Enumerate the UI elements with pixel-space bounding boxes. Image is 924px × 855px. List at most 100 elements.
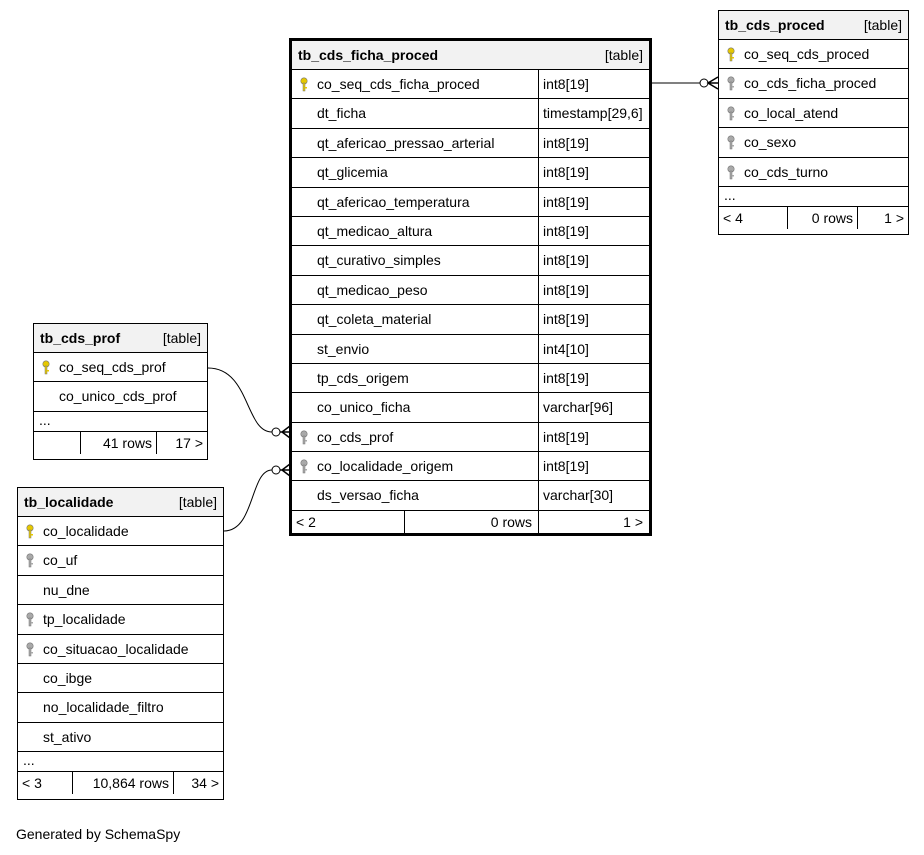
column-name: qt_afericao_temperatura	[317, 193, 470, 210]
column-name: tp_cds_origem	[317, 369, 409, 386]
column-type: int8[19]	[538, 246, 649, 275]
column-name: co_cds_turno	[744, 163, 829, 180]
primary-key-icon	[41, 360, 51, 376]
column-row[interactable]: co_ibge	[18, 664, 223, 694]
children-count[interactable]: 1 >	[857, 206, 908, 229]
column-name: no_localidade_filtro	[43, 699, 164, 716]
link-ficha-proced-crowfoot	[706, 76, 719, 90]
table-header: tb_cds_ficha_proced [table]	[292, 41, 649, 70]
column-row[interactable]: co_uf	[18, 546, 223, 576]
column-row[interactable]: qt_medicao_peso int8[19]	[292, 275, 649, 306]
children-count[interactable]: 34 >	[173, 772, 223, 795]
column-name: co_seq_cds_ficha_proced	[317, 76, 480, 92]
column-row[interactable]: co_seq_cds_prof	[34, 353, 207, 383]
foreign-key-icon	[25, 642, 35, 658]
column-name: ds_versao_ficha	[317, 487, 419, 504]
column-name: co_unico_cds_prof	[59, 388, 177, 405]
link-localidade-ficha	[223, 469, 273, 532]
column-type: int8[19]	[538, 70, 649, 99]
column-name: st_ativo	[43, 728, 92, 745]
foreign-key-icon	[25, 612, 35, 628]
column-row[interactable]: co_seq_cds_proced	[719, 40, 908, 70]
column-row[interactable]: co_local_atend	[719, 99, 908, 129]
column-type: int8[19]	[538, 216, 649, 246]
column-name: qt_afericao_pressao_arterial	[317, 134, 495, 151]
column-name: co_ibge	[43, 669, 93, 686]
column-row[interactable]: qt_afericao_pressao_arterial int8[19]	[292, 128, 649, 159]
more-columns-ellipsis: ...	[719, 187, 908, 207]
column-type: varchar[30]	[538, 481, 649, 510]
table-tb-cds-prof[interactable]: tb_cds_prof [table] co_seq_cds_prof co_un…	[33, 323, 208, 460]
column-type: int8[19]	[538, 422, 649, 452]
link-prof-ficha-crowfoot	[280, 425, 291, 439]
link-prof-ficha	[207, 367, 273, 433]
column-row[interactable]: dt_ficha timestamp[29,6]	[292, 99, 649, 129]
column-type: varchar[96]	[538, 393, 649, 422]
column-row[interactable]: ds_versao_ficha varchar[30]	[292, 481, 649, 511]
generated-by-caption: Generated by SchemaSpy	[16, 826, 181, 842]
column-row[interactable]: co_localidade	[18, 517, 223, 547]
column-type: int8[19]	[538, 305, 649, 334]
column-row[interactable]: co_cds_turno	[719, 158, 908, 187]
parents-count[interactable]: < 3	[22, 775, 42, 792]
column-type: int8[19]	[538, 128, 649, 158]
table-name[interactable]: tb_cds_proced	[725, 17, 825, 33]
column-row[interactable]: co_unico_cds_prof	[34, 382, 207, 412]
children-count[interactable]: 1 >	[538, 510, 649, 533]
column-row[interactable]: st_ativo	[18, 723, 223, 753]
primary-key-icon	[726, 47, 736, 63]
table-name[interactable]: tb_cds_prof	[40, 330, 121, 346]
foreign-key-icon	[726, 135, 736, 151]
foreign-key-icon	[25, 553, 35, 569]
table-name[interactable]: tb_cds_ficha_proced	[298, 47, 439, 63]
parents-count	[38, 432, 80, 454]
table-header: tb_localidade [table]	[18, 488, 223, 517]
parents-count[interactable]: < 4	[723, 209, 743, 226]
table-kind: [table]	[178, 494, 217, 510]
column-name: co_cds_ficha_proced	[744, 75, 877, 92]
link-localidade-ficha-crowfoot	[280, 463, 291, 477]
row-count: 41 rows	[80, 431, 156, 454]
column-name: co_local_atend	[744, 104, 839, 121]
column-row[interactable]: co_sexo	[719, 128, 908, 158]
row-count: 0 rows	[787, 206, 857, 229]
more-columns-ellipsis: ...	[18, 752, 223, 773]
parents-count[interactable]: < 2	[296, 513, 316, 530]
column-row[interactable]: co_situacao_localidade	[18, 635, 223, 664]
table-kind: [table]	[162, 330, 201, 346]
column-name: dt_ficha	[317, 105, 367, 122]
table-tb-cds-ficha-proced[interactable]: tb_cds_ficha_proced [table] co_seq_cds_f…	[289, 38, 652, 536]
primary-key-icon	[299, 77, 309, 93]
column-row[interactable]: qt_coleta_material int8[19]	[292, 305, 649, 335]
table-name[interactable]: tb_localidade	[24, 494, 114, 510]
column-name: qt_coleta_material	[317, 311, 432, 328]
column-row[interactable]: co_seq_cds_ficha_proced int8[19]	[292, 70, 649, 100]
children-count[interactable]: 17 >	[156, 431, 207, 454]
column-type: int8[19]	[538, 275, 649, 305]
column-name: co_sexo	[744, 134, 797, 151]
table-footer: 41 rows 17 >	[34, 431, 207, 454]
column-row[interactable]: co_cds_ficha_proced	[719, 69, 908, 99]
column-name: qt_medicao_peso	[317, 281, 428, 298]
column-row[interactable]: tp_cds_origem int8[19]	[292, 363, 649, 394]
column-type: int8[19]	[538, 363, 649, 393]
column-row[interactable]: tp_localidade	[18, 605, 223, 635]
column-row[interactable]: nu_dne	[18, 576, 223, 606]
table-header: tb_cds_proced [table]	[719, 11, 908, 40]
column-row[interactable]: no_localidade_filtro	[18, 693, 223, 723]
column-type: timestamp[29,6]	[538, 99, 649, 128]
link-prof-ficha-optional-marker	[271, 427, 281, 437]
column-name: co_seq_cds_proced	[744, 46, 870, 62]
